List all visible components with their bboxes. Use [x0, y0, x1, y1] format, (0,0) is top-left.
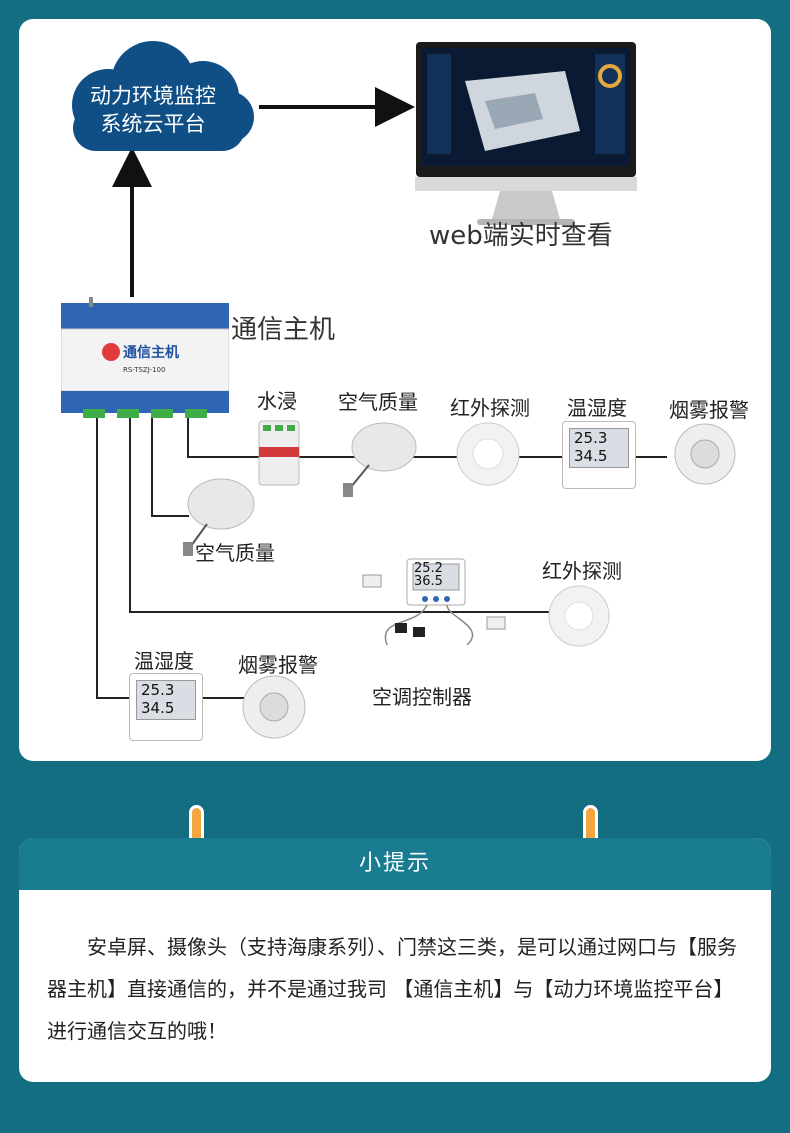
temp-humidity-label-top: 温湿度: [567, 396, 627, 420]
infrared-label-mid: 红外探测: [542, 559, 622, 583]
web-view-label: web端实时查看: [429, 221, 613, 251]
cloud-platform-label: 动力环境监控 系统云平台: [71, 82, 235, 138]
ac-temp: 25.2: [414, 561, 443, 576]
cloud-line-2: 系统云平台: [100, 112, 206, 136]
air-quality-label-mid: 空气质量: [195, 541, 275, 565]
th-screen-bottom: 25.3 34.5: [136, 680, 196, 720]
water-leak-label: 水浸: [257, 389, 297, 413]
smoke-detector-top: [674, 423, 736, 485]
temp-humidity-label-bottom: 温湿度: [134, 649, 194, 673]
th-hum-top: 34.5: [574, 447, 608, 465]
ac-controller-device: [362, 558, 506, 646]
infrared-detector-mid: [548, 585, 610, 647]
th-temp-bottom: 25.3: [141, 681, 175, 699]
smoke-label-bottom: 烟雾报警: [238, 653, 318, 677]
tips-body: 安卓屏、摄像头（支持海康系列）、门禁这三类，是可以通过网口与【服务器主机】直接通…: [19, 890, 771, 1052]
communication-hub-device: 通信主机 RS-TSZJ-100: [61, 297, 229, 418]
tips-paragraph: 安卓屏、摄像头（支持海康系列）、门禁这三类，是可以通过网口与【服务器主机】直接通…: [47, 935, 737, 1043]
diagram-panel: 动力环境监控 系统云平台 web端实时查看 通信主机 RS-TSZJ-100 通…: [19, 19, 771, 761]
sensor-bus-lines: [96, 417, 667, 699]
ac-controller-label: 空调控制器: [372, 685, 472, 709]
th-hum-bottom: 34.5: [141, 699, 175, 717]
ac-screen: 25.2 36.5: [414, 562, 458, 588]
tips-card: 小提示 安卓屏、摄像头（支持海康系列）、门禁这三类，是可以通过网口与【服务器主机…: [19, 838, 771, 1082]
cloud-icon: [72, 41, 254, 151]
ac-hum: 36.5: [414, 574, 443, 589]
hub-label: 通信主机: [231, 315, 336, 345]
air-quality-sensor-mid: [183, 478, 255, 556]
smoke-detector-bottom: [242, 675, 306, 739]
air-quality-label-top: 空气质量: [338, 390, 418, 414]
tips-title: 小提示: [19, 838, 771, 890]
cloud-line-1: 动力环境监控: [90, 84, 216, 108]
connection-lines: [96, 87, 667, 699]
air-quality-sensor-top: [343, 422, 417, 497]
hub-model-text: RS-TSZJ-100: [123, 366, 165, 374]
temp-humidity-sensor-bottom: 25.3 34.5: [129, 673, 203, 741]
infrared-label-top: 红外探测: [450, 396, 530, 420]
th-screen-top: 25.3 34.5: [569, 428, 629, 468]
smoke-label-top: 烟雾报警: [669, 398, 749, 422]
decorative-peg-left: [192, 808, 201, 866]
decorative-peg-right: [586, 808, 595, 866]
th-temp-top: 25.3: [574, 429, 608, 447]
monitor-icon: [415, 42, 637, 225]
temp-humidity-sensor-top: 25.3 34.5: [562, 421, 636, 489]
hub-brand-text: 通信主机: [123, 344, 179, 361]
water-leak-sensor: [258, 420, 300, 486]
infrared-detector-top: [456, 422, 520, 486]
